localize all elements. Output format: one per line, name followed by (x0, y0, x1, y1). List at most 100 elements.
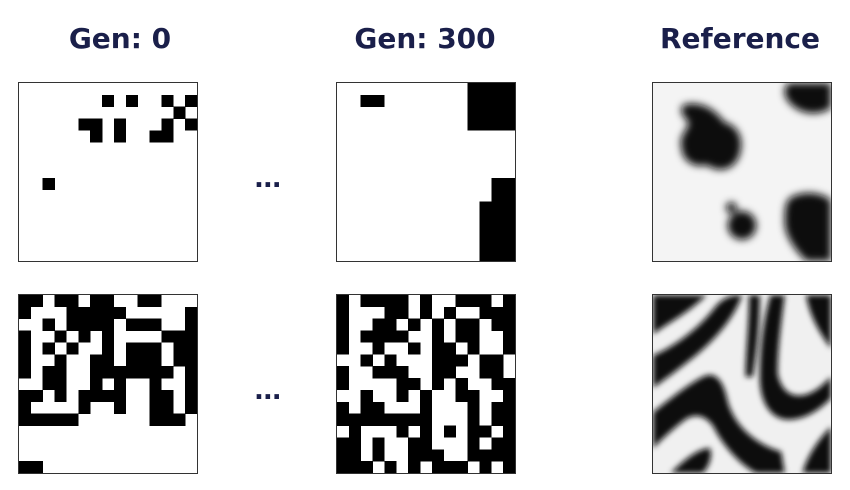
grid-row2-gen0-cell (90, 318, 103, 331)
grid-row2-gen0-cell (149, 378, 162, 391)
grid-row1-gen300-cell (467, 83, 480, 96)
grid-row2-gen0-cell (149, 295, 162, 308)
grid-row2-gen0-cell (19, 295, 32, 308)
grid-row2-gen300-cell (360, 354, 373, 367)
grid-row1-gen300-cell (503, 237, 515, 250)
grid-row2-gen300-cell (443, 425, 456, 438)
grid-row2-gen0-cell (149, 366, 162, 379)
grid-row2-gen0-cell (42, 378, 55, 391)
grid-row2-gen300-cell (337, 330, 350, 343)
grid-row2-gen300-cell (372, 318, 385, 331)
grid-row2-gen0-cell (137, 354, 150, 367)
grid-row2-gen0-cell (173, 354, 186, 367)
grid-row2-gen0-cell (90, 354, 103, 367)
grid-row2-gen0-cell (19, 330, 32, 343)
grid-row2-gen0-cell (90, 295, 103, 308)
grid-row2-gen0-cell (78, 306, 91, 319)
grid-row2-gen300-cell (479, 354, 492, 367)
grid-row1-gen300-cell (503, 201, 515, 214)
grid-row2-gen0-cell (102, 295, 115, 308)
grid-row2-gen0-cell (90, 378, 103, 391)
grid-row2-gen300-cell (408, 449, 421, 462)
grid-row1-gen0-cell (113, 118, 127, 131)
grid-row2-gen0-cell (113, 306, 127, 319)
grid-row2-gen0-cell (66, 413, 79, 426)
ellipsis-row1: ... (254, 164, 282, 194)
grid-row2-gen300-cell (337, 378, 350, 391)
grid-row2-gen0-cell (173, 342, 186, 355)
grid-row2-gen300-cell (431, 330, 445, 343)
grid-row2-gen300-cell (337, 449, 350, 462)
grid-row2-gen300-cell (360, 461, 373, 473)
grid-row2-gen300-cell (431, 366, 445, 379)
grid-row2-gen0-cell (149, 318, 162, 331)
grid-row2-gen300-cell (467, 437, 480, 450)
grid-row2-gen0-cell (149, 401, 162, 414)
grid-row2-gen300-cell (503, 378, 515, 391)
grid-row2-gen0-cell (42, 318, 55, 331)
grid-row2-gen300-cell (408, 413, 421, 426)
grid-row2-gen0-cell (78, 389, 91, 403)
grid-row2-gen0-cell (78, 330, 91, 343)
grid-row2-gen0-cell (125, 354, 138, 367)
grid-row2-gen300-cell (455, 354, 468, 367)
grid-row1-gen300-cell (503, 177, 515, 191)
grid-row2-gen300-cell (372, 449, 385, 462)
grid-row1-gen300-cell (467, 106, 480, 119)
grid-row2-gen0-cell (54, 366, 67, 379)
grid-row2-gen300-cell (455, 461, 468, 473)
grid-row2-gen0-cell (161, 366, 174, 379)
grid-row2-gen300-cell (491, 366, 504, 379)
grid-row2-gen300-cell (360, 413, 373, 426)
grid-row2-gen0-cell (90, 366, 103, 379)
grid-row2-gen0-cell (42, 413, 55, 426)
grid-row2-gen0-cell (149, 389, 162, 403)
grid-row2-gen0-cell (102, 366, 115, 379)
grid-row1-gen0-cell (113, 130, 127, 143)
grid-row2-gen0-cell (185, 342, 197, 355)
grid-row1-gen300-cell (491, 237, 504, 250)
grid-row2-gen0-cell (102, 306, 115, 319)
grid-row2-gen0-cell (42, 342, 55, 355)
grid-row1-gen300-cell (491, 94, 504, 107)
grid-row2-gen300-cell (503, 413, 515, 426)
grid-row2-gen300-cell (503, 425, 515, 438)
grid-row2-gen0-cell (185, 378, 197, 391)
grid-row2-gen300-cell (337, 461, 350, 473)
grid-row2-gen300-cell (372, 401, 385, 414)
reference-image-row2 (652, 294, 832, 474)
grid-row1-gen0-cell (161, 130, 174, 143)
grid-row2-gen300-cell (337, 366, 350, 379)
grid-row2-gen300-cell (467, 318, 480, 331)
grid-row2-gen300-cell (503, 342, 515, 355)
grid-row2-gen300-cell (491, 449, 504, 462)
grid-row2-gen300-cell (431, 449, 445, 462)
grid-row2-gen300-cell (479, 461, 492, 473)
grid-row1-gen300-cell (467, 118, 480, 131)
grid-row1-gen0-cell (102, 94, 115, 107)
grid-row1-gen300-cell (479, 225, 492, 238)
grid-row2-gen300-cell (420, 401, 433, 414)
grid-row1-gen300-cell (479, 83, 492, 96)
grid-row2-gen0-cell (125, 366, 138, 379)
grid-row2-gen0-svg (19, 295, 197, 473)
grid-row2-gen300-cell (479, 449, 492, 462)
grid-row2-gen300-cell (491, 437, 504, 450)
grid-row2-gen0-cell (19, 413, 32, 426)
grid-row2-gen300-cell (503, 330, 515, 343)
grid-row2-gen300-cell (431, 342, 445, 355)
grid-row2-gen300-cell (455, 318, 468, 331)
grid-row2-gen0-cell (161, 330, 174, 343)
grid-row1-gen300-cell (360, 94, 373, 107)
grid-row1-gen300-cell (467, 94, 480, 107)
grid-row2-gen0-cell (113, 366, 127, 379)
grid-row1-gen300-cell (503, 213, 515, 226)
grid-row2-gen0-cell (137, 342, 150, 355)
grid-row2-gen300-cell (384, 318, 397, 331)
grid-row2-gen0-cell (137, 318, 150, 331)
grid-row2-gen300-cell (467, 342, 480, 355)
grid-row2-gen0-cell (125, 342, 138, 355)
grid-row2-gen300-cell (384, 366, 397, 379)
grid-row1-gen0-cell (185, 94, 197, 107)
grid-row2-gen0-cell (102, 354, 115, 367)
